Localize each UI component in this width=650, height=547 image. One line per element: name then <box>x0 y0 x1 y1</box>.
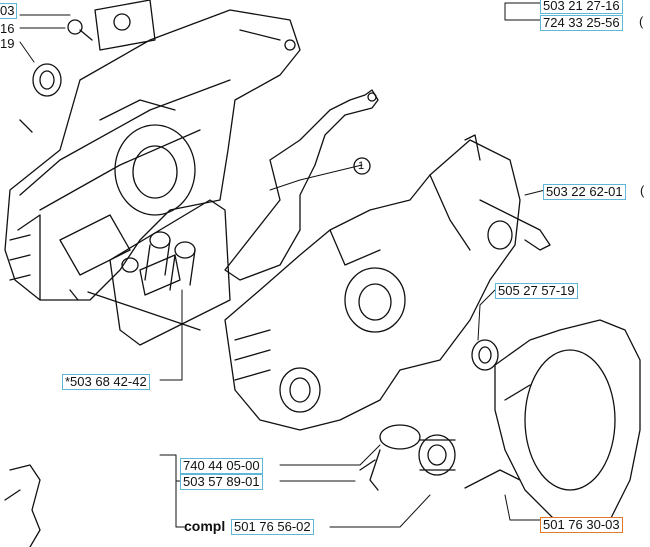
part-number-label: 501 76 30-03 <box>540 517 623 533</box>
part-number-label: 16 <box>0 21 15 36</box>
part-number-label: 740 44 05-00 <box>180 458 263 474</box>
part-number-suffix: ( <box>639 14 644 29</box>
leader-lines <box>19 2 546 528</box>
part-number-label: 501 76 56-02 <box>231 519 314 535</box>
callout-number: 1 <box>358 160 365 172</box>
part-number-label: 724 33 25-56 <box>540 15 623 31</box>
top-plate <box>94 0 156 51</box>
gasket <box>224 89 379 281</box>
compl-label: compl <box>184 518 226 534</box>
crankcase-left <box>4 9 301 301</box>
bracket <box>4 464 41 547</box>
filter <box>359 424 421 491</box>
cover <box>464 319 641 531</box>
oil-cap <box>418 434 456 476</box>
clip <box>479 199 551 251</box>
part-number-label: 503 57 89-01 <box>180 474 263 490</box>
part-number-label: *503 68 42-42 <box>62 374 150 390</box>
seal-right <box>471 339 499 371</box>
crankcase-right <box>224 134 521 431</box>
part-number-label: 03 <box>0 3 18 19</box>
bolt-plate <box>87 199 231 346</box>
part-number-label: 503 21 27-16 <box>540 0 623 14</box>
seal-left <box>32 63 62 97</box>
part-number-label: 505 27 57-19 <box>495 283 578 299</box>
part-number-label: 503 22 62-01 <box>543 184 626 200</box>
part-number-label: 19 <box>0 36 15 51</box>
part-number-suffix: ( <box>640 183 645 198</box>
callout-circle <box>353 157 371 175</box>
screw-top <box>67 19 93 41</box>
